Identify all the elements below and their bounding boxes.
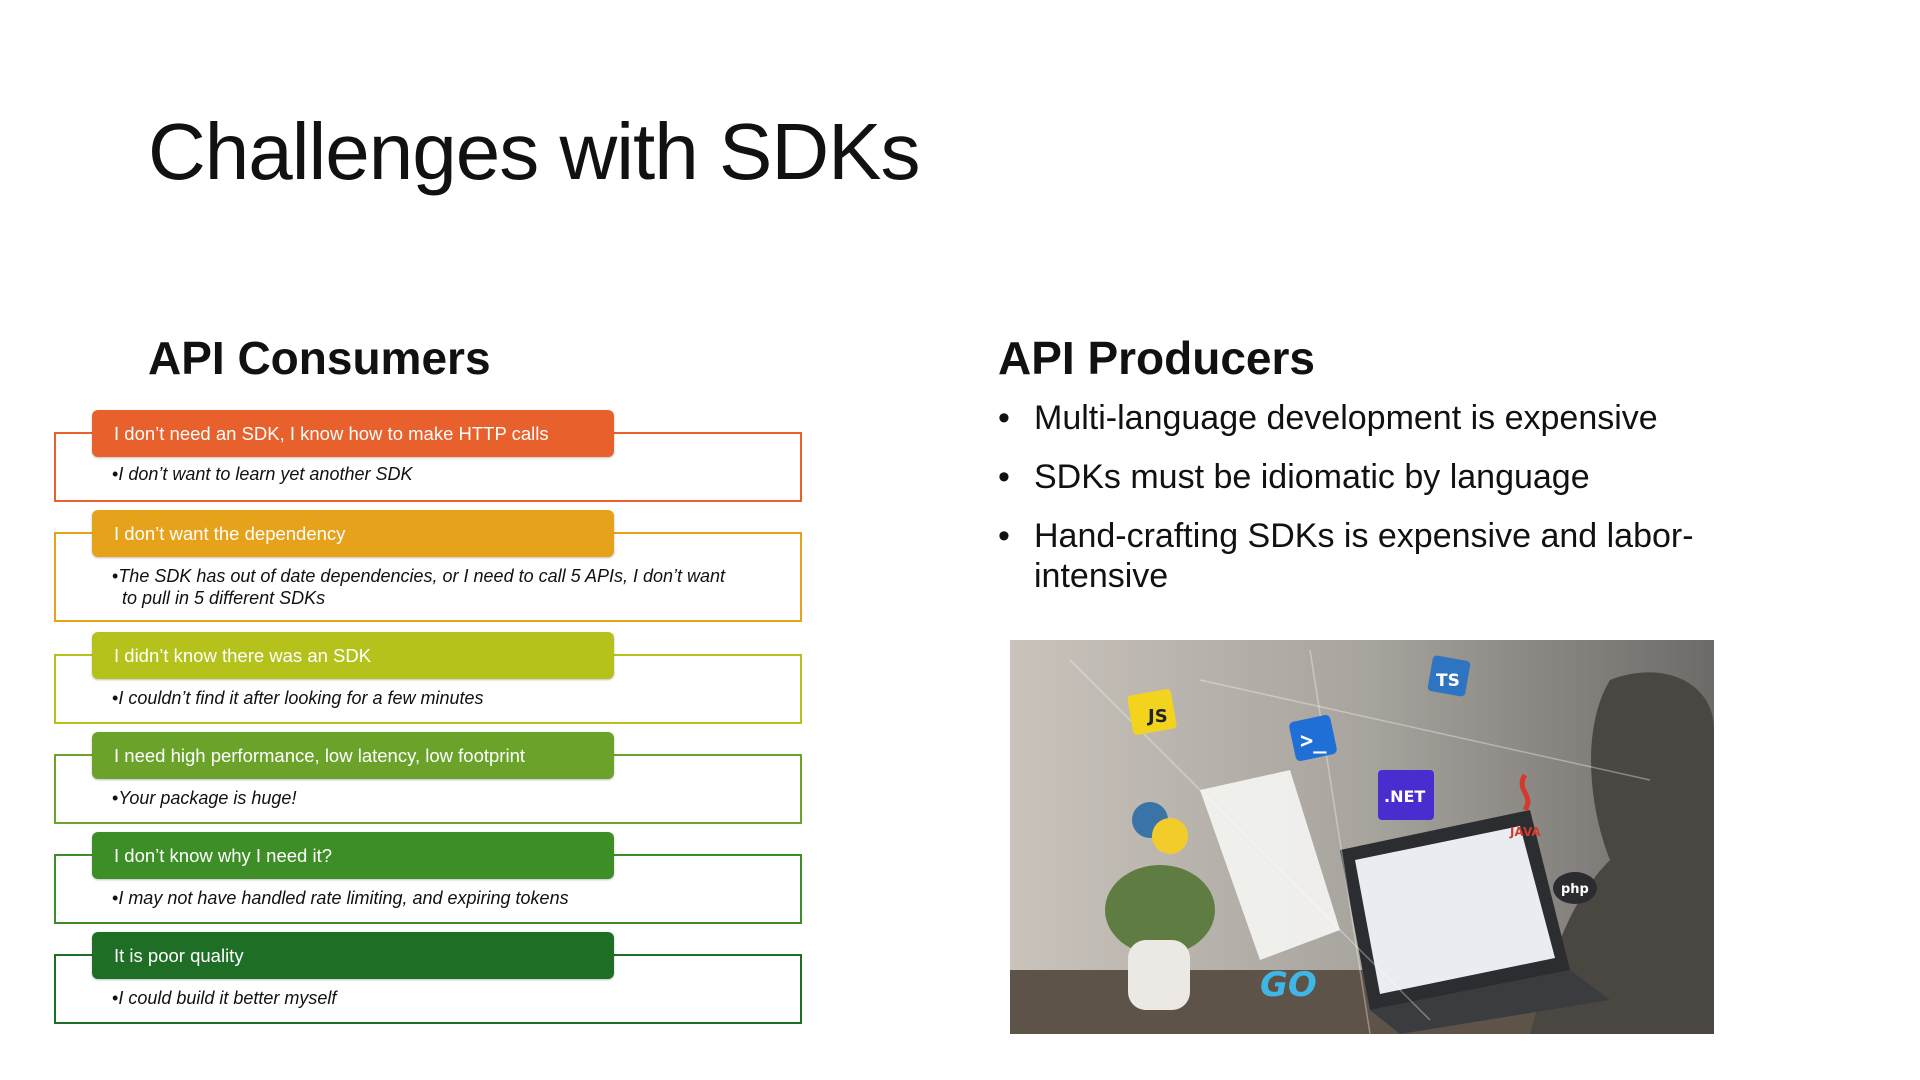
svg-text:.NET: .NET	[1384, 787, 1425, 806]
producer-challenges-list: • Multi-language development is expensiv…	[998, 398, 1738, 615]
typescript-icon: TS	[1427, 655, 1471, 697]
consumer-item-detail: I could build it better myself	[112, 987, 732, 1009]
svg-text:>_: >_	[1300, 729, 1327, 754]
laptop-keyboard	[1370, 970, 1610, 1034]
consumer-item: I need high performance, low latency, lo…	[54, 732, 802, 824]
python-icon	[1132, 802, 1188, 854]
slide-title: Challenges with SDKs	[148, 107, 920, 196]
consumer-item-header: I need high performance, low latency, lo…	[92, 732, 614, 779]
plant	[1105, 865, 1215, 955]
consumer-item-detail: Your package is huge!	[112, 787, 732, 809]
producer-bullet-text: Hand-crafting SDKs is expensive and labo…	[1034, 517, 1694, 595]
producer-bullet-item: • Hand-crafting SDKs is expensive and la…	[998, 516, 1738, 596]
dotnet-icon: .NET	[1378, 770, 1434, 820]
consumers-heading: API Consumers	[148, 332, 491, 384]
producer-bullet-item: • Multi-language development is expensiv…	[998, 398, 1738, 438]
go-icon: GO	[1260, 965, 1317, 1005]
developer-laptop-photo: JS TS >_ .NET JAVA php GO	[1010, 640, 1714, 1034]
consumer-item-header: I don’t want the dependency	[92, 510, 614, 557]
svg-text:TS: TS	[1436, 671, 1460, 691]
laptop-screen	[1355, 826, 1555, 994]
producer-bullet-text: Multi-language development is expensive	[1034, 399, 1658, 437]
consumer-item-header: I don’t know why I need it?	[92, 832, 614, 879]
svg-text:php: php	[1561, 882, 1589, 897]
producer-bullet-item: • SDKs must be idiomatic by language	[998, 457, 1738, 497]
consumer-item: I don’t need an SDK, I know how to make …	[54, 410, 802, 502]
photo-illustration: JS TS >_ .NET JAVA php GO	[1010, 640, 1714, 1034]
plant-vase	[1128, 940, 1190, 1010]
consumer-item-header: It is poor quality	[92, 932, 614, 979]
consumer-item: I didn’t know there was an SDK I couldn’…	[54, 632, 802, 724]
consumer-item: It is poor quality I could build it bett…	[54, 932, 802, 1024]
bullet-dot-icon: •	[998, 517, 1010, 555]
terminal-icon: >_	[1289, 715, 1337, 761]
svg-text:JAVA: JAVA	[1509, 825, 1541, 839]
network-lines	[1069, 649, 1651, 1034]
consumer-item-detail: I couldn’t find it after looking for a f…	[112, 687, 732, 709]
consumer-item-detail: I don’t want to learn yet another SDK	[112, 463, 732, 485]
consumer-item-detail: I may not have handled rate limiting, an…	[112, 887, 732, 909]
consumer-item-detail: The SDK has out of date dependencies, or…	[112, 565, 732, 609]
java-icon: JAVA	[1509, 773, 1541, 839]
bullet-dot-icon: •	[998, 399, 1010, 437]
svg-text:JS: JS	[1146, 706, 1168, 727]
bullet-dot-icon: •	[998, 458, 1010, 496]
consumer-item: I don’t want the dependency The SDK has …	[54, 510, 802, 622]
producer-bullet-text: SDKs must be idiomatic by language	[1034, 458, 1590, 496]
producers-heading: API Producers	[998, 332, 1315, 384]
consumer-item: I don’t know why I need it? I may not ha…	[54, 832, 802, 924]
javascript-icon: JS	[1127, 689, 1177, 735]
php-icon: php	[1553, 872, 1597, 904]
person-silhouette	[1530, 672, 1714, 1034]
floating-document	[1200, 770, 1340, 960]
consumer-item-header: I don’t need an SDK, I know how to make …	[92, 410, 614, 457]
consumer-item-header: I didn’t know there was an SDK	[92, 632, 614, 679]
svg-text:GO: GO	[1260, 965, 1317, 1005]
